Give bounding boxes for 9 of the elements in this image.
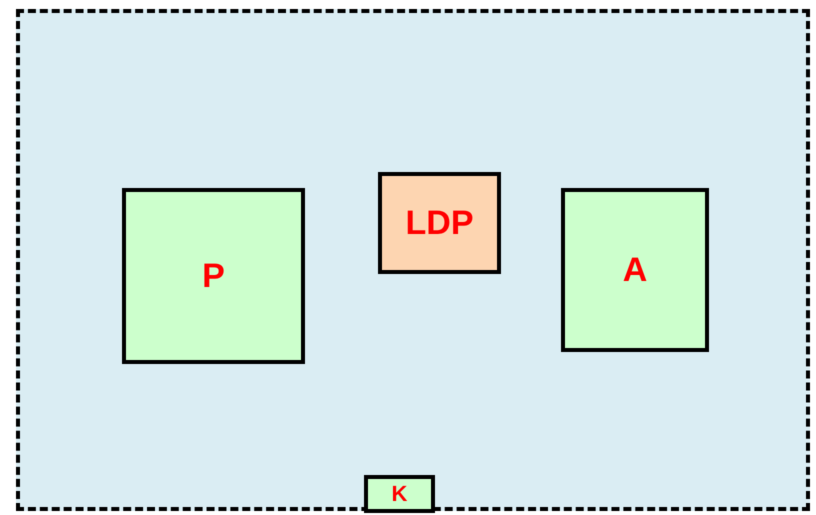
box-label: A	[622, 253, 648, 287]
dashed-region	[16, 9, 810, 511]
process-box	[561, 188, 709, 352]
process-box	[122, 188, 305, 364]
process-box	[378, 172, 501, 274]
box-label: K	[392, 483, 408, 505]
box-label: LDP	[406, 206, 474, 240]
box-label: P	[202, 259, 225, 293]
process-box	[364, 475, 435, 513]
